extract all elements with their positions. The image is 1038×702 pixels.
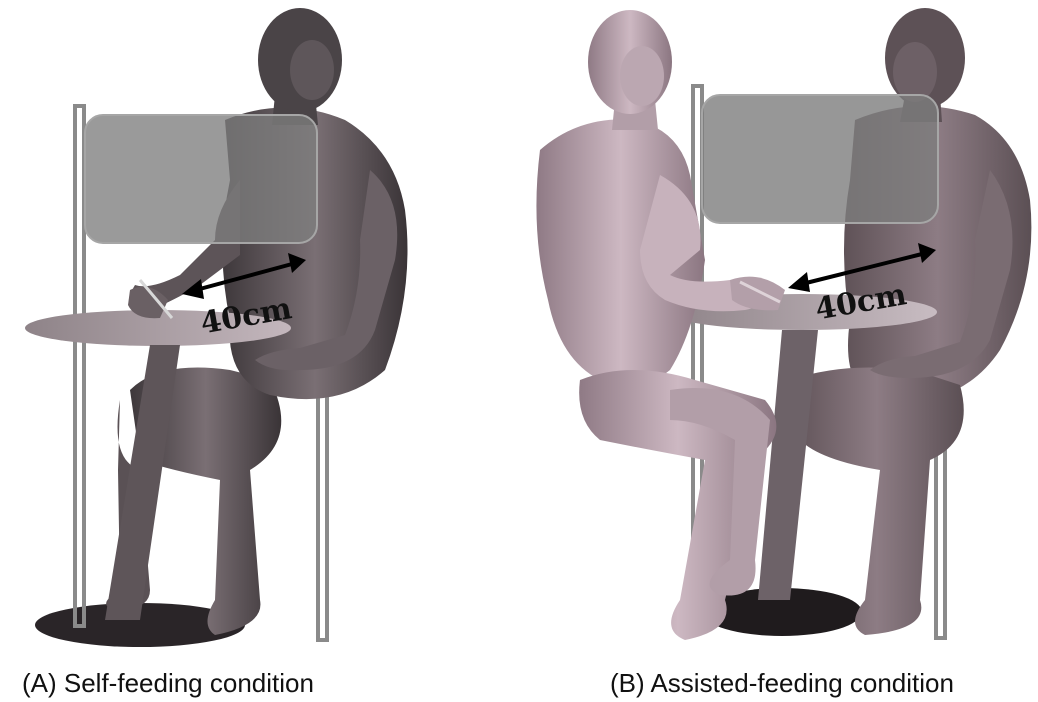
- caption-assisted-feeding: (B) Assisted-feeding condition: [610, 668, 954, 699]
- panel-assisted-feeding: 40cm (B) Assisted-feeding condition: [520, 0, 1038, 702]
- assisted-feeding-illustration: 40cm: [520, 0, 1038, 660]
- caption-self-feeding: (A) Self-feeding condition: [22, 668, 314, 699]
- panel-self-feeding: 40cm (A) Self-feeding condition: [0, 0, 520, 702]
- partition-screen: [85, 115, 317, 243]
- chair-frame-left: [75, 106, 84, 626]
- partition-screen: [702, 95, 938, 223]
- table-column: [758, 330, 818, 600]
- self-feeding-illustration: 40cm: [0, 0, 520, 660]
